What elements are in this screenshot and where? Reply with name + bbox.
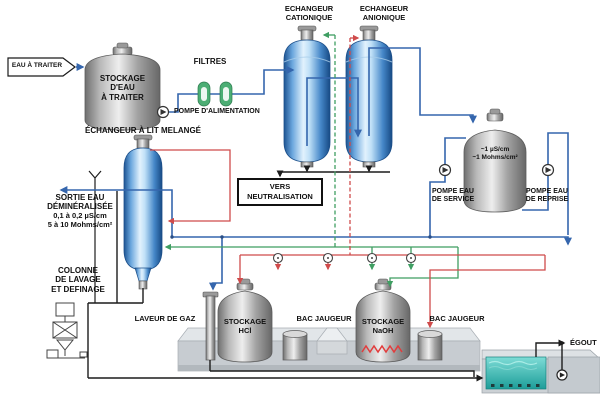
feed-pump-label: POMPE D'ALIMENTATION (174, 108, 260, 115)
anion-exchanger-label: ECHANGEUR ANIONIQUE (359, 4, 409, 22)
cation-exchanger-label: ECHANGEUR CATIONIQUE (284, 4, 334, 22)
wash-column-label: COLONNE DE LAVAGE ET DEFINAGE (51, 266, 105, 294)
hcl-tank-label: STOCKAGE HCl (223, 317, 267, 335)
naoh-gauge-label: BAC JAUGEUR (429, 314, 485, 323)
return-pump-icon (541, 163, 555, 177)
feed-pump-icon (156, 105, 170, 119)
return-pump-label: POMPE EAU DE REPRISE (525, 188, 569, 204)
service-pump-icon (438, 163, 452, 177)
neutralization-box: VERS NEUTRALISATION (237, 178, 323, 207)
heating-coil-icon (361, 344, 403, 354)
air-diffusers (491, 384, 540, 387)
drain-funnel-icon (88, 170, 102, 184)
basin-pump-icon (556, 369, 568, 381)
neutralization-basin (481, 349, 600, 394)
mixed-bed-column (123, 134, 163, 290)
filter-icon-2 (219, 81, 233, 107)
hcl-gauge-label: BAC JAUGEUR (296, 314, 352, 323)
naoh-tank-label: STOCKAGE NaOH (361, 317, 405, 335)
acid-pipes (150, 34, 546, 329)
demin-tank-label: ~1 µS/cm ~1 Mohms/cm² (472, 146, 518, 161)
filters-label: FILTRES (193, 57, 227, 66)
demin-tank (463, 108, 527, 213)
demin-outlet-label: SORTIE EAU DÉMINÉRALISÉE 0,1 à 0,2 µS/cm… (47, 193, 113, 229)
feed-tag-label: EAU À TRAITER (10, 62, 64, 70)
dosing-pump-icon-3 (366, 252, 378, 264)
dosing-pump-icon-4 (405, 252, 417, 264)
feed-tag-text: EAU À TRAITER (11, 62, 63, 69)
service-pump-label: POMPE EAU DE SERVICE (431, 188, 475, 204)
feed-tag-arrow (7, 57, 76, 77)
dosing-pump-icon-2 (322, 252, 334, 264)
caustic-pipes (164, 31, 459, 288)
naoh-gauge-tank (417, 330, 443, 361)
gas-scrubber-column (202, 291, 219, 361)
dosing-pump-icon-1 (272, 252, 284, 264)
filter-icon-1 (197, 81, 211, 107)
sewer-label: ÉGOUT (570, 338, 597, 347)
mixed-bed-label: ÉCHANGEUR À LIT MELANGÉ (85, 126, 201, 135)
hcl-gauge-tank (282, 330, 308, 361)
drain-pipes (87, 165, 566, 382)
feed-tank (84, 42, 161, 131)
gas-scrubber-label: LAVEUR DE GAZ (134, 314, 196, 323)
wash-column-sketch (46, 302, 88, 359)
feed-tank-label: STOCKAGE D'EAU À TRAITER (99, 74, 146, 102)
